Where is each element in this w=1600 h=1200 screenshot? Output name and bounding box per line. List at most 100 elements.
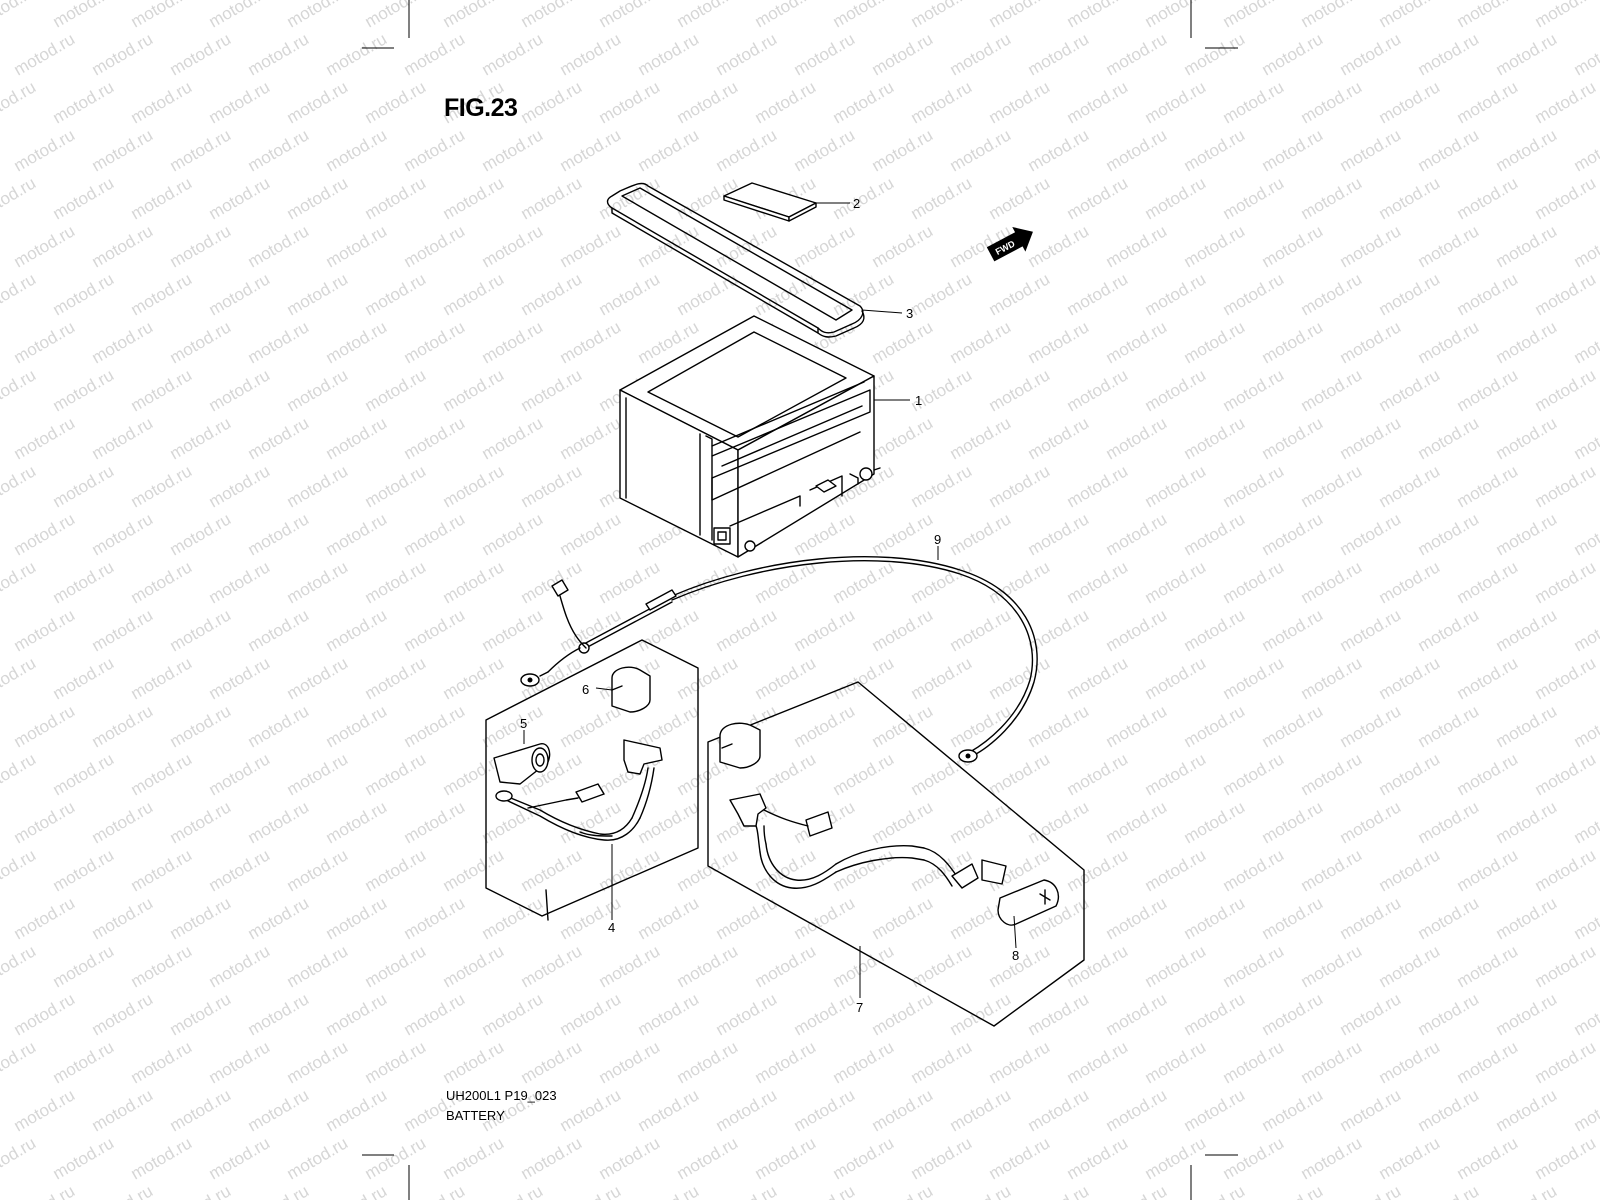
watermark-text: motod.ru — [245, 509, 313, 559]
watermark-text: motod.ru — [986, 1037, 1054, 1087]
watermark-text: motod.ru — [518, 1133, 586, 1183]
watermark-text: motod.ru — [284, 365, 352, 415]
watermark-text: motod.ru — [0, 1037, 39, 1087]
watermark-text: motod.ru — [869, 1085, 937, 1135]
watermark-text: motod.ru — [557, 701, 625, 751]
watermark-text: motod.ru — [1337, 989, 1405, 1039]
watermark-text: motod.ru — [284, 557, 352, 607]
watermark-text: motod.ru — [1142, 77, 1210, 127]
watermark-text: motod.ru — [635, 29, 703, 79]
watermark-text: motod.ru — [947, 317, 1015, 367]
watermark-text: motod.ru — [1298, 77, 1366, 127]
watermark-text: motod.ru — [1298, 461, 1366, 511]
watermark-text: motod.ru — [518, 557, 586, 607]
watermark-text: motod.ru — [323, 509, 391, 559]
watermark-text: motod.ru — [557, 893, 625, 943]
watermark-text: motod.ru — [1220, 1133, 1288, 1183]
watermark-text: motod.ru — [1493, 317, 1561, 367]
watermark-text: motod.ru — [1532, 941, 1600, 991]
crop-marks — [362, 0, 1238, 1200]
watermark-text: motod.ru — [986, 749, 1054, 799]
watermark-text: motod.ru — [1025, 317, 1093, 367]
watermark-text: motod.ru — [674, 1037, 742, 1087]
watermark-text: motod.ru — [1454, 461, 1522, 511]
watermark-text: motod.ru — [167, 221, 235, 271]
watermark-text: motod.ru — [1298, 173, 1366, 223]
watermark-text: motod.ru — [830, 749, 898, 799]
watermark-text: motod.ru — [752, 0, 820, 31]
watermark-text: motod.ru — [323, 605, 391, 655]
watermark-text: motod.ru — [89, 701, 157, 751]
watermark-text: motod.ru — [674, 77, 742, 127]
watermark-text: motod.ru — [1376, 173, 1444, 223]
watermark-text: motod.ru — [206, 365, 274, 415]
watermark-text: motod.ru — [1142, 1133, 1210, 1183]
watermark-text: motod.ru — [908, 1133, 976, 1183]
watermark-text: motod.ru — [1064, 1133, 1132, 1183]
watermark-text: motod.ru — [1376, 1037, 1444, 1087]
cable-assembly — [520, 556, 1038, 763]
watermark-text: motod.ru — [1337, 797, 1405, 847]
watermark-text: motod.ru — [1259, 701, 1327, 751]
watermark-text: motod.ru — [1454, 77, 1522, 127]
watermark-text: motod.ru — [1181, 1085, 1249, 1135]
watermark-text: motod.ru — [1493, 797, 1561, 847]
watermark-text: motod.ru — [11, 701, 79, 751]
watermark-text: motod.ru — [245, 221, 313, 271]
watermark-text: motod.ru — [635, 989, 703, 1039]
watermark-text: motod.ru — [284, 461, 352, 511]
watermark-text: motod.ru — [1493, 413, 1561, 463]
watermark-text: motod.ru — [50, 461, 118, 511]
watermark-text: motod.ru — [362, 557, 430, 607]
watermark-text: motod.ru — [11, 413, 79, 463]
watermark-text: motod.ru — [1298, 1133, 1366, 1183]
watermark-text: motod.ru — [1337, 125, 1405, 175]
watermark-text: motod.ru — [362, 653, 430, 703]
watermark-text: motod.ru — [479, 221, 547, 271]
watermark-text: motod.ru — [11, 1085, 79, 1135]
watermark-text: motod.ru — [1337, 1085, 1405, 1135]
watermark-text: motod.ru — [1532, 77, 1600, 127]
watermark-text: motod.ru — [479, 797, 547, 847]
watermark-text: motod.ru — [89, 989, 157, 1039]
watermark-text: motod.ru — [1181, 989, 1249, 1039]
watermark-text: motod.ru — [128, 77, 196, 127]
watermark-text: motod.ru — [284, 653, 352, 703]
watermark-text: motod.ru — [362, 1037, 430, 1087]
watermark-text: motod.ru — [596, 269, 664, 319]
watermark-text: motod.ru — [869, 701, 937, 751]
watermark-text: motod.ru — [635, 893, 703, 943]
watermark-text: motod.ru — [986, 1133, 1054, 1183]
watermark-text: motod.ru — [1532, 1037, 1600, 1087]
watermark-text: motod.ru — [1415, 413, 1483, 463]
watermark-text: motod.ru — [323, 29, 391, 79]
watermark-text: motod.ru — [1142, 0, 1210, 31]
watermark-text: motod.ru — [479, 701, 547, 751]
watermark-text: motod.ru — [1376, 653, 1444, 703]
watermark-text: motod.ru — [1337, 1181, 1405, 1200]
watermark-text: motod.ru — [869, 989, 937, 1039]
watermark-text: motod.ru — [284, 0, 352, 31]
watermark-text: motod.ru — [50, 0, 118, 31]
watermark-text: motod.ru — [89, 317, 157, 367]
watermark-text: motod.ru — [167, 509, 235, 559]
watermark-text: motod.ru — [440, 845, 508, 895]
battery-band — [606, 182, 865, 338]
watermark-text: motod.ru — [1532, 845, 1600, 895]
watermark-text: motod.ru — [362, 845, 430, 895]
watermark-text: motod.ru — [11, 989, 79, 1039]
watermark-text: motod.ru — [128, 749, 196, 799]
watermark-text: motod.ru — [1025, 509, 1093, 559]
watermark-text: motod.ru — [11, 125, 79, 175]
watermark-text: motod.ru — [869, 1181, 937, 1200]
watermark-text: motod.ru — [1493, 1181, 1561, 1200]
watermark-text: motod.ru — [401, 701, 469, 751]
watermark-text: motod.ru — [245, 893, 313, 943]
watermark-text: motod.ru — [986, 0, 1054, 31]
watermark-text: motod.ru — [1571, 989, 1600, 1039]
watermark-text: motod.ru — [284, 1037, 352, 1087]
watermark-text: motod.ru — [596, 1037, 664, 1087]
watermark-text: motod.ru — [245, 413, 313, 463]
watermark-text: motod.ru — [1064, 77, 1132, 127]
